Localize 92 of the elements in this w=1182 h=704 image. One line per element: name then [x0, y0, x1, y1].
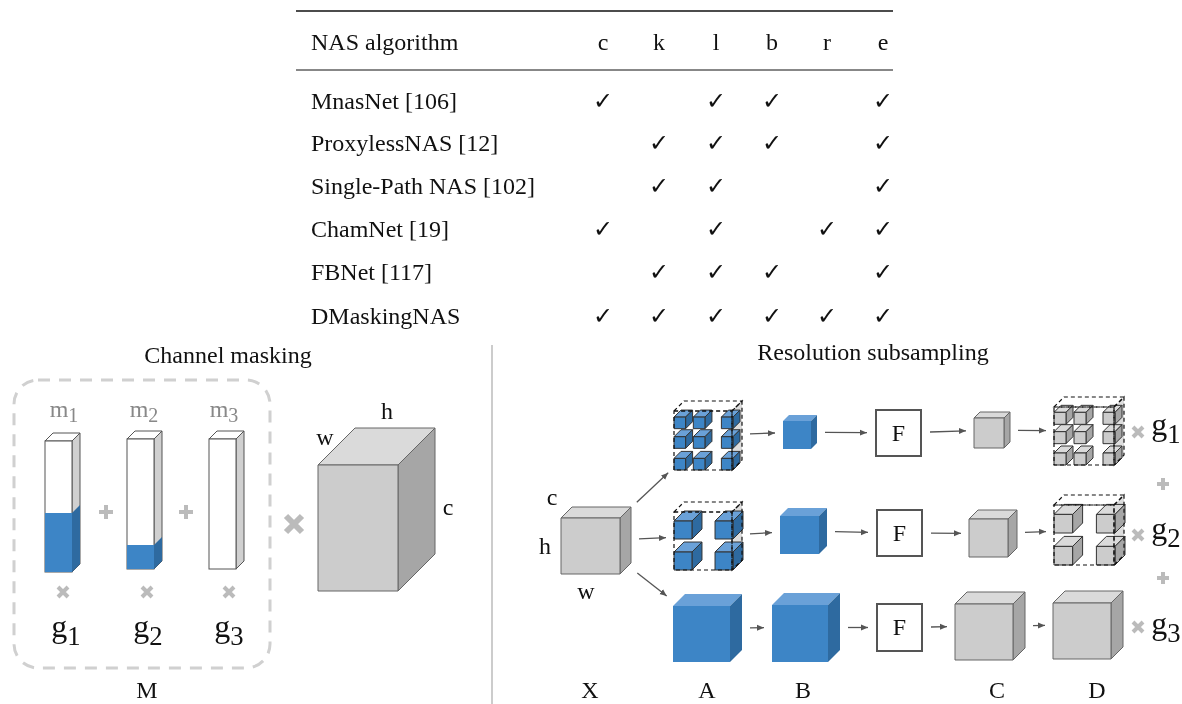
column-header: r	[823, 30, 831, 54]
variable-label: g$_{1}$	[51, 610, 81, 650]
arrow	[638, 535, 667, 541]
variable-label: g$_{1}$	[1151, 408, 1181, 448]
algorithm-name: Single-Path NAS [102]	[311, 174, 535, 198]
variable-label: g$_{2}$	[1151, 512, 1181, 552]
variable-label: X	[581, 678, 599, 702]
variable-label: m$_{3}$	[209, 396, 239, 426]
column-header: c	[597, 30, 609, 54]
arrow	[1017, 427, 1047, 434]
check-mark: ✓	[706, 260, 726, 284]
tensor-cube-drawing	[673, 594, 742, 662]
tensor-cube-drawing	[955, 592, 1025, 660]
check-mark: ✓	[706, 217, 726, 241]
tensor-cube-drawing	[974, 412, 1010, 448]
variable-label: m$_{1}$	[49, 396, 79, 426]
check-mark: ✓	[649, 174, 669, 198]
arrow	[636, 472, 669, 503]
tensor-cube-drawing	[561, 507, 631, 574]
arrow	[636, 572, 668, 597]
algorithm-name: MnasNet [106]	[311, 89, 457, 113]
dimension-label: h	[381, 399, 393, 423]
check-mark: ✓	[593, 304, 613, 328]
variable-label: g$_{3}$	[214, 610, 244, 650]
variable-label: C	[989, 678, 1005, 702]
check-mark: ✓	[873, 260, 893, 284]
column-header: NAS algorithm	[311, 30, 459, 54]
dimension-label: w	[316, 425, 334, 449]
algorithm-name: DMaskingNAS	[311, 304, 461, 328]
variable-label: g$_{2}$	[133, 610, 163, 650]
dimension-label: w	[577, 579, 595, 603]
tensor-cube-drawing	[1053, 591, 1123, 659]
function-box: F	[876, 603, 923, 652]
variable-label: M	[136, 678, 158, 702]
arrow	[930, 623, 948, 630]
algorithm-name: FBNet [117]	[311, 260, 433, 284]
check-mark: ✓	[762, 304, 782, 328]
algorithm-name: ProxylessNAS [12]	[311, 131, 499, 155]
tensor-cube-drawing	[783, 415, 817, 449]
check-mark: ✓	[873, 131, 893, 155]
panel-title: Channel masking	[144, 343, 312, 367]
variable-label: g$_{3}$	[1151, 607, 1181, 647]
arrow	[929, 428, 967, 435]
check-mark: ✓	[593, 89, 613, 113]
tensor-cube-drawing	[969, 510, 1017, 557]
check-mark: ✓	[706, 304, 726, 328]
variable-label: B	[795, 678, 811, 702]
check-mark: ✓	[706, 174, 726, 198]
tensor-cube-drawing	[780, 508, 827, 554]
check-mark: ✓	[706, 89, 726, 113]
check-mark: ✓	[873, 304, 893, 328]
column-header: k	[653, 30, 665, 54]
check-mark: ✓	[593, 217, 613, 241]
arrow	[749, 530, 773, 536]
function-box: F	[876, 509, 923, 557]
dimension-label: c	[546, 485, 558, 509]
check-mark: ✓	[873, 174, 893, 198]
column-header: l	[712, 30, 720, 54]
check-mark: ✓	[873, 89, 893, 113]
arrow	[834, 529, 869, 536]
variable-label: A	[698, 678, 716, 702]
arrow	[824, 429, 868, 436]
variable-label: D	[1088, 678, 1106, 702]
check-mark: ✓	[706, 131, 726, 155]
check-mark: ✓	[817, 217, 837, 241]
check-mark: ✓	[873, 217, 893, 241]
tensor-cube-drawing	[772, 593, 840, 662]
check-mark: ✓	[762, 89, 782, 113]
dimension-label: c	[442, 495, 454, 519]
arrow	[749, 430, 776, 437]
arrow	[1024, 528, 1047, 535]
check-mark: ✓	[649, 260, 669, 284]
subsampled-tensor-drawing	[674, 502, 742, 570]
algorithm-name: ChamNet [19]	[311, 217, 449, 241]
check-mark: ✓	[649, 131, 669, 155]
dimension-label: h	[539, 534, 551, 558]
column-header: e	[877, 30, 889, 54]
arrow	[930, 530, 962, 537]
subsampled-tensor-drawing	[1054, 397, 1124, 465]
check-mark: ✓	[762, 260, 782, 284]
check-mark: ✓	[817, 304, 837, 328]
function-box: F	[875, 409, 922, 457]
subsampled-tensor-drawing	[1054, 495, 1124, 565]
column-header: b	[766, 30, 778, 54]
variable-label: m$_{2}$	[129, 396, 159, 426]
arrow	[847, 624, 869, 631]
arrow	[749, 624, 765, 631]
arrow	[1032, 622, 1046, 629]
check-mark: ✓	[762, 131, 782, 155]
subsampled-tensor-drawing	[674, 401, 742, 470]
panel-title: Resolution subsampling	[757, 340, 989, 364]
check-mark: ✓	[649, 304, 669, 328]
